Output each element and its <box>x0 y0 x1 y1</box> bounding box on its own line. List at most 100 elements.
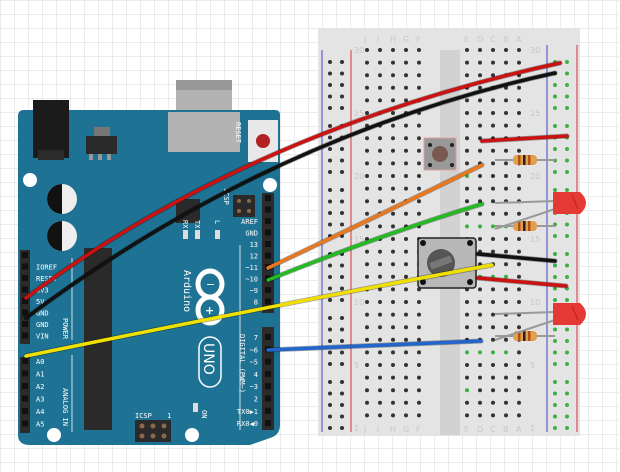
breadboard-hole[interactable] <box>378 312 382 317</box>
rail-hole[interactable] <box>565 327 569 332</box>
rail-hole[interactable] <box>565 426 569 430</box>
breadboard-hole[interactable] <box>491 249 495 254</box>
breadboard-hole[interactable] <box>491 211 495 216</box>
breadboard-hole[interactable] <box>378 325 382 330</box>
breadboard-hole[interactable] <box>478 48 482 52</box>
breadboard-hole[interactable] <box>417 73 421 78</box>
breadboard-hole[interactable] <box>391 211 395 216</box>
breadboard-hole[interactable] <box>504 148 508 153</box>
header-socket[interactable] <box>22 383 28 389</box>
breadboard-hole[interactable] <box>378 262 382 267</box>
breadboard-hole[interactable] <box>378 350 382 355</box>
breadboard-hole[interactable] <box>417 312 421 317</box>
breadboard-hole[interactable] <box>378 60 382 65</box>
rail-hole[interactable] <box>553 391 557 396</box>
breadboard-hole[interactable] <box>504 375 508 380</box>
rail-hole[interactable] <box>565 94 569 99</box>
breadboard-hole[interactable] <box>504 413 508 418</box>
breadboard-hole[interactable] <box>365 211 369 216</box>
rail-hole[interactable] <box>565 252 569 256</box>
rail-hole[interactable] <box>328 222 332 227</box>
wire-5v[interactable] <box>24 61 562 300</box>
header-socket[interactable] <box>265 229 271 236</box>
header-socket[interactable] <box>265 287 271 293</box>
rail-hole[interactable] <box>340 199 344 204</box>
breadboard-hole[interactable] <box>517 363 521 367</box>
breadboard-hole[interactable] <box>378 85 382 90</box>
header-socket[interactable] <box>265 358 271 365</box>
breadboard-hole[interactable] <box>417 400 421 405</box>
breadboard-hole[interactable] <box>517 98 521 103</box>
breadboard-hole[interactable] <box>417 85 421 90</box>
breadboard-hole[interactable] <box>491 73 495 78</box>
rail-hole[interactable] <box>565 414 569 419</box>
breadboard-hole[interactable] <box>391 111 395 115</box>
breadboard-hole[interactable] <box>365 186 369 191</box>
breadboard-hole[interactable] <box>365 312 369 317</box>
breadboard-hole[interactable] <box>391 60 395 65</box>
breadboard-hole[interactable] <box>491 60 495 65</box>
breadboard-hole[interactable] <box>465 123 469 128</box>
breadboard-hole[interactable] <box>478 224 482 229</box>
rail-hole[interactable] <box>328 275 332 279</box>
rail-hole[interactable] <box>340 380 344 384</box>
breadboard-hole[interactable] <box>517 400 521 405</box>
breadboard-hole[interactable] <box>365 73 369 78</box>
breadboard-hole[interactable] <box>391 73 395 78</box>
breadboard-hole[interactable] <box>417 136 421 141</box>
breadboard-hole[interactable] <box>478 388 482 393</box>
breadboard-hole[interactable] <box>504 300 508 304</box>
breadboard-hole[interactable] <box>378 161 382 166</box>
breadboard-hole[interactable] <box>417 199 421 204</box>
rail-hole[interactable] <box>340 298 344 302</box>
breadboard-hole[interactable] <box>517 237 521 241</box>
breadboard-hole[interactable] <box>404 211 408 216</box>
rail-hole[interactable] <box>328 426 332 430</box>
breadboard-hole[interactable] <box>465 186 469 191</box>
breadboard-hole[interactable] <box>491 413 495 418</box>
wire-pin11[interactable] <box>266 202 484 282</box>
breadboard-hole[interactable] <box>378 287 382 292</box>
breadboard-hole[interactable] <box>391 98 395 103</box>
breadboard-hole[interactable] <box>391 325 395 330</box>
rail-hole[interactable] <box>340 188 344 192</box>
breadboard-hole[interactable] <box>491 237 495 241</box>
breadboard-hole[interactable] <box>465 148 469 153</box>
breadboard-hole[interactable] <box>504 350 508 355</box>
breadboard-hole[interactable] <box>465 161 469 166</box>
breadboard-hole[interactable] <box>517 111 521 115</box>
breadboard-hole[interactable] <box>465 300 469 304</box>
breadboard-hole[interactable] <box>491 375 495 380</box>
breadboard-hole[interactable] <box>391 262 395 267</box>
header-socket[interactable] <box>22 395 28 402</box>
header-socket[interactable] <box>22 298 28 304</box>
breadboard-hole[interactable] <box>517 350 521 355</box>
rail-hole[interactable] <box>328 316 332 320</box>
rail-hole[interactable] <box>340 94 344 99</box>
wire-a0[interactable] <box>24 263 494 358</box>
breadboard-hole[interactable] <box>465 211 469 216</box>
rail-hole[interactable] <box>328 60 332 64</box>
breadboard-hole[interactable] <box>504 60 508 65</box>
header-socket[interactable] <box>265 195 271 201</box>
breadboard-hole[interactable] <box>404 363 408 367</box>
breadboard-hole[interactable] <box>504 262 508 267</box>
breadboard-hole[interactable] <box>391 224 395 229</box>
breadboard-hole[interactable] <box>404 249 408 254</box>
breadboard-hole[interactable] <box>517 249 521 254</box>
breadboard-hole[interactable] <box>404 350 408 355</box>
rail-hole[interactable] <box>340 362 344 366</box>
breadboard-hole[interactable] <box>391 363 395 367</box>
breadboard-hole[interactable] <box>404 161 408 166</box>
header-socket[interactable] <box>265 241 271 247</box>
rail-hole[interactable] <box>340 71 344 76</box>
rail-hole[interactable] <box>328 124 332 128</box>
rail-hole[interactable] <box>340 263 344 268</box>
breadboard-hole[interactable] <box>404 148 408 153</box>
breadboard-hole[interactable] <box>404 413 408 418</box>
breadboard-hole[interactable] <box>391 85 395 90</box>
breadboard-hole[interactable] <box>404 262 408 267</box>
header-socket[interactable] <box>265 383 271 390</box>
rail-hole[interactable] <box>340 147 344 151</box>
breadboard-hole[interactable] <box>504 48 508 52</box>
